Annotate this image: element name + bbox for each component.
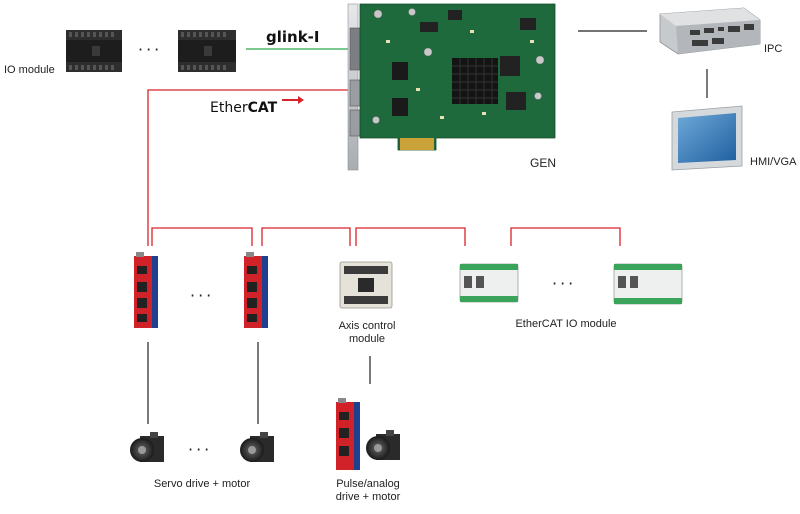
ethercat-chain-line-2 <box>261 227 351 246</box>
glink-logo: glink-I <box>266 28 320 46</box>
hmi-device <box>671 105 743 171</box>
axis-control-module <box>339 261 393 309</box>
io-module-1 <box>66 30 122 72</box>
ethercat-io-module-1 <box>459 263 519 303</box>
pulse-motor <box>366 430 400 460</box>
axis-control-label-line2: module <box>348 333 386 345</box>
gen-card <box>347 3 556 171</box>
axis-control-label-line1: Axis control <box>338 320 396 332</box>
io-module-ellipsis: ··· <box>138 40 163 59</box>
ipc-device <box>659 7 761 55</box>
hmi-label: HMI/VGA <box>750 156 797 168</box>
ethercat-trunk-line <box>147 89 362 246</box>
ethercat-io-module-2 <box>613 263 683 305</box>
ethercat-io-label: EtherCAT IO module <box>515 318 617 330</box>
pulse-label-line1: Pulse/analog <box>336 478 400 490</box>
ethercat-chain-line-4 <box>510 227 621 246</box>
servo-motor-ellipsis: ··· <box>188 440 213 459</box>
servo-motor-2 <box>240 432 274 462</box>
servo-drive-1 <box>134 252 158 328</box>
ethercat-chain-line-1 <box>151 227 253 246</box>
ethercat-logo-prefix: Ether <box>210 100 248 116</box>
servo-motor-1 <box>130 432 164 462</box>
pulse-drive <box>336 398 360 470</box>
ethercat-logo-bold: CAT <box>247 100 278 116</box>
servo-drive-ellipsis: ··· <box>190 286 215 305</box>
ethercat-logo: EtherCAT <box>210 100 277 116</box>
ethercat-logo-arrows <box>282 96 304 104</box>
io-module-label: IO module <box>4 64 55 76</box>
ethercat-io-ellipsis: ··· <box>552 274 577 293</box>
servo-label: Servo drive + motor <box>153 478 251 490</box>
gen-label: GEN <box>530 156 557 170</box>
ipc-label: IPC <box>764 43 783 55</box>
pulse-label-line2: drive + motor <box>335 491 401 503</box>
ethercat-chain-line-3 <box>355 227 466 246</box>
servo-drive-2 <box>244 252 268 328</box>
io-module-2 <box>178 30 236 72</box>
